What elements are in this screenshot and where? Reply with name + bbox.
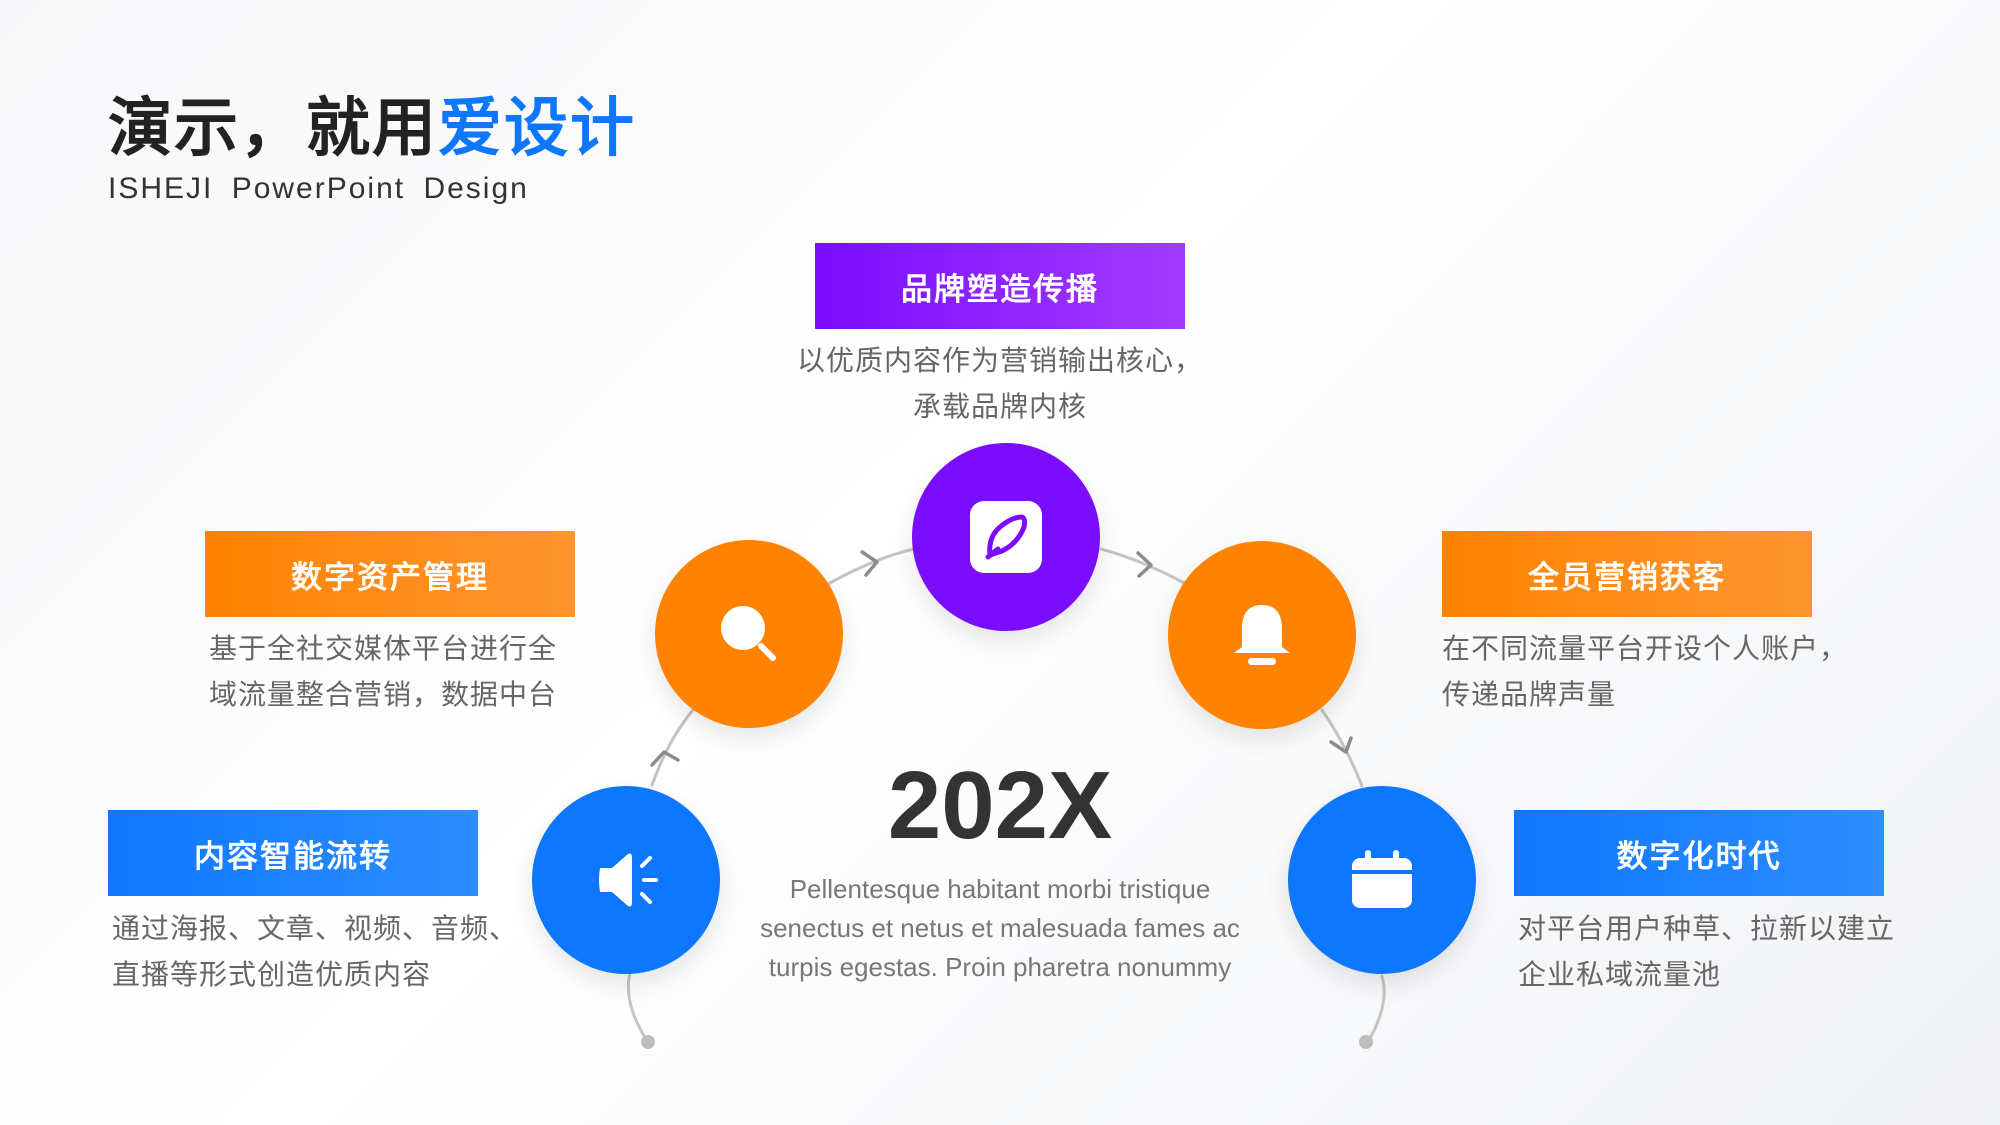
desc-brand: 以优质内容作为营销输出核心， 承载品牌内核	[780, 338, 1220, 430]
desc-content-line-2: 直播等形式创造优质内容	[112, 959, 432, 990]
arrow-up-left	[650, 750, 680, 767]
megaphone-icon	[599, 853, 658, 907]
node-circle-brand	[912, 443, 1100, 631]
arrow-right-2	[1136, 551, 1153, 578]
node-circle-assets	[655, 540, 843, 728]
center-year: 202X	[887, 752, 1113, 859]
bell-icon	[1234, 605, 1290, 665]
desc-staff-line-1: 在不同流量平台开设个人账户，	[1442, 633, 1849, 664]
center-line-3: turpis egestas. Proin pharetra nonummy	[768, 952, 1232, 982]
desc-brand-line-2: 承载品牌内核	[912, 391, 1087, 422]
search-icon	[721, 606, 776, 661]
center-line-2: senectus et netus et malesuada fames ac	[760, 913, 1240, 943]
center-description: Pellentesque habitant morbi tristique se…	[750, 870, 1250, 987]
connector-brand-staff	[1099, 547, 1190, 587]
desc-digital: 对平台用户种草、拉新以建立 企业私域流量池	[1518, 906, 1895, 998]
connector-assets-brand	[826, 547, 916, 586]
desc-assets-line-2: 域流量整合营销，数据中台	[209, 679, 558, 710]
node-circle-staff	[1168, 541, 1356, 729]
desc-digital-line-2: 企业私域流量池	[1518, 959, 1722, 990]
label-box-staff: 全员营销获客	[1442, 531, 1812, 617]
label-box-assets: 数字资产管理	[205, 531, 575, 617]
calendar-icon	[1352, 850, 1412, 908]
node-circle-digital	[1288, 786, 1476, 974]
label-box-digital: 数字化时代	[1514, 810, 1884, 896]
page-title: 演示，就用爱设计	[108, 88, 636, 168]
center-line-1: Pellentesque habitant morbi tristique	[789, 874, 1211, 904]
connector-tail-right	[1366, 974, 1386, 1044]
title-accent: 爱设计	[438, 92, 636, 164]
desc-assets-line-1: 基于全社交媒体平台进行全	[209, 633, 558, 664]
endpoint-dot-left	[641, 1035, 655, 1049]
connector-staff-digital	[1320, 708, 1364, 788]
label-box-brand: 品牌塑造传播	[815, 243, 1185, 329]
desc-assets: 基于全社交媒体平台进行全 域流量整合营销，数据中台	[209, 626, 557, 718]
arrow-down-right	[1329, 736, 1353, 754]
title-main: 演示，就用	[108, 92, 438, 164]
connector-tail-left	[626, 963, 650, 1044]
desc-digital-line-1: 对平台用户种草、拉新以建立	[1518, 913, 1896, 944]
endpoint-dot-right	[1359, 1035, 1373, 1049]
arrow-right-1	[860, 550, 879, 577]
desc-content-line-1: 通过海报、文章、视频、音频、	[112, 913, 519, 944]
desc-content: 通过海报、文章、视频、音频、 直播等形式创造优质内容	[112, 906, 518, 998]
edit-icon	[970, 501, 1042, 573]
connector-content-assets	[650, 708, 695, 787]
desc-staff-line-2: 传递品牌声量	[1442, 679, 1617, 710]
node-circle-content	[532, 786, 720, 974]
label-box-content: 内容智能流转	[108, 810, 478, 896]
page-subtitle: ISHEJI PowerPoint Design	[108, 172, 529, 205]
desc-staff: 在不同流量平台开设个人账户， 传递品牌声量	[1442, 626, 1848, 718]
desc-brand-line-1: 以优质内容作为营销输出核心，	[796, 345, 1203, 376]
